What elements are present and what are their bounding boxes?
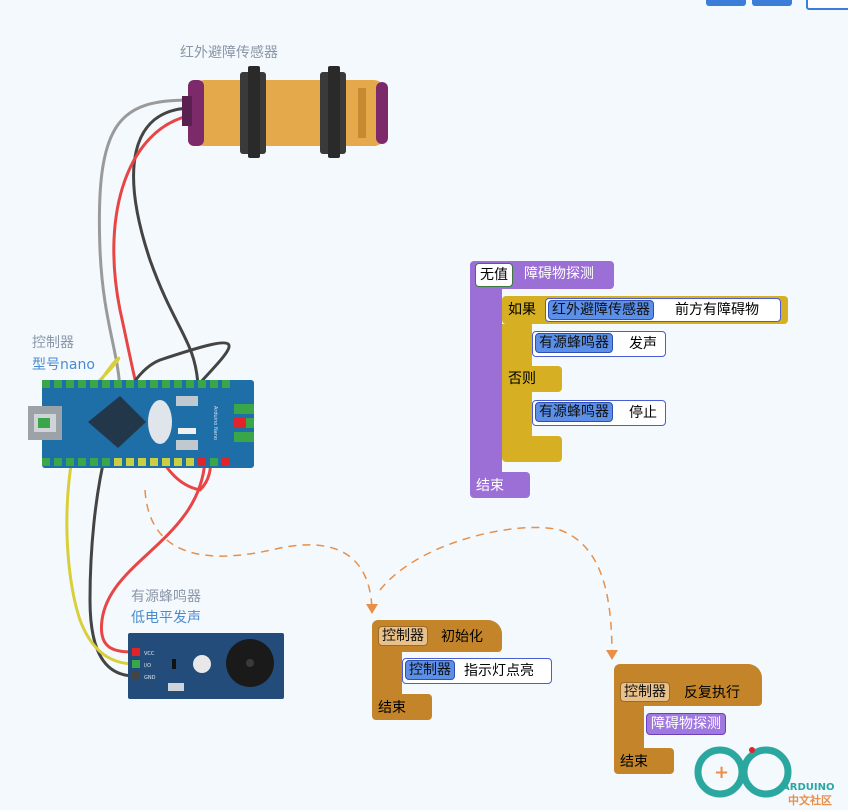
init-controller-chip[interactable]: 控制器 xyxy=(378,626,428,646)
else-row[interactable] xyxy=(502,366,562,392)
arrowhead-init xyxy=(366,604,378,614)
loop-controller-chip[interactable]: 控制器 xyxy=(620,682,670,702)
controller-label: 控制器 xyxy=(32,335,74,351)
loop-end-label: 结束 xyxy=(620,754,648,770)
if-label: 如果 xyxy=(508,302,536,318)
toolbar-button-2[interactable] xyxy=(752,0,792,6)
arduino-nano-board[interactable]: Arduino Nano xyxy=(28,378,256,470)
loop-block-spine xyxy=(614,706,644,748)
red-wire-buzzer xyxy=(99,459,207,654)
loop-title: 反复执行 xyxy=(684,685,740,701)
buzzer-mode-label: 低电平发声 xyxy=(131,610,201,626)
black-wire-sensor xyxy=(132,106,200,386)
pin-io: I/O xyxy=(144,663,151,669)
sensor-state-text: 前方有障碍物 xyxy=(675,302,759,318)
buzzer-action-stop: 停止 xyxy=(629,405,657,421)
pin-gnd: GND xyxy=(144,675,156,681)
gray-wire xyxy=(97,98,191,391)
toolbar-button-3[interactable] xyxy=(806,0,848,10)
function-block-end[interactable] xyxy=(470,472,530,498)
logo-subtitle: 中文社区 xyxy=(788,793,832,807)
dashed-link-init xyxy=(144,489,373,611)
if-block-end xyxy=(502,436,562,462)
pin-vcc: VCC xyxy=(144,651,155,657)
toolbar-button-1[interactable] xyxy=(706,0,746,6)
buzzer-label: 有源蜂鸣器 xyxy=(131,589,201,605)
function-block-spine xyxy=(470,288,502,472)
logo-brand: ARDUINO xyxy=(782,782,834,793)
loop-block-end[interactable] xyxy=(614,748,674,774)
if-block-spine-2 xyxy=(502,392,532,436)
yellow-wire-buzzer xyxy=(65,356,136,666)
function-end-label: 结束 xyxy=(476,478,504,494)
arduino-cn-logo: + ARDUINO 中文社区 xyxy=(694,746,834,807)
if-block-spine-1 xyxy=(502,324,532,366)
init-block-spine xyxy=(372,652,402,694)
led-controller-chip[interactable]: 控制器 xyxy=(405,660,455,680)
buzzer-name-chip-1[interactable]: 有源蜂鸣器 xyxy=(535,333,613,353)
controller-model-label: 型号nano xyxy=(32,357,95,373)
function-name: 障碍物探测 xyxy=(524,266,594,282)
svg-text:+: + xyxy=(714,762,729,783)
call-obstacle-detect[interactable]: 障碍物探测 xyxy=(646,713,726,735)
init-title: 初始化 xyxy=(441,629,483,645)
dashed-link-loop xyxy=(379,526,613,656)
sensor-label: 红外避障传感器 xyxy=(180,45,278,61)
init-end-label: 结束 xyxy=(378,700,406,716)
led-action: 指示灯点亮 xyxy=(464,663,534,679)
buzzer-name-chip-2[interactable]: 有源蜂鸣器 xyxy=(535,402,613,422)
init-block-end[interactable] xyxy=(372,694,432,720)
else-label: 否则 xyxy=(508,371,536,387)
sensor-name-chip[interactable]: 红外避障传感器 xyxy=(548,300,654,320)
buzzer-action-sound: 发声 xyxy=(629,336,657,352)
board-silkscreen: Arduino Nano xyxy=(212,406,218,440)
arrowhead-loop xyxy=(606,650,618,660)
buzzer-module[interactable]: VCC I/O GND xyxy=(128,633,284,699)
return-type-chip[interactable]: 无值 xyxy=(475,263,513,287)
ir-sensor-image[interactable] xyxy=(180,66,390,158)
